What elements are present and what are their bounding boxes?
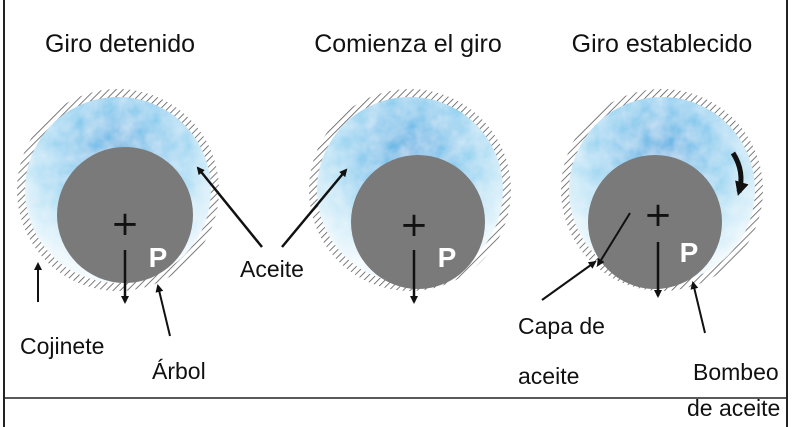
oil-film-inner-arrow — [596, 212, 631, 267]
center-mark: + — [644, 195, 673, 235]
load-symbol: P — [149, 242, 168, 273]
center-mark: + — [400, 205, 429, 245]
shaft — [588, 155, 722, 289]
shaft-callout-arrow — [155, 284, 171, 337]
rotation-arrow — [730, 151, 749, 196]
bearing-starting: + P — [309, 89, 511, 304]
shaft — [351, 155, 485, 289]
bearing-label: Cojinete — [20, 333, 104, 359]
oil-film-label-line1: Capa de — [518, 313, 605, 339]
shaft-label: Árbol — [152, 358, 206, 384]
title-established: Giro establecido — [572, 30, 753, 58]
oil-callout-arrow-left — [196, 166, 263, 248]
oil-film-label-line2: aceite — [518, 363, 579, 389]
oil-film-callout-arrow — [541, 260, 597, 301]
load-symbol: P — [680, 237, 699, 268]
oil-pump-label-line2: de aceite — [687, 395, 780, 421]
oil-pump-label-line1: Bombeo — [693, 359, 779, 385]
shaft — [57, 147, 193, 283]
title-stopped: Giro detenido — [45, 30, 195, 58]
oil-label: Aceite — [240, 256, 304, 282]
center-mark: + — [111, 204, 140, 244]
bearing-stopped: + P — [17, 89, 219, 304]
oil-callout-arrow-right — [281, 168, 348, 248]
title-starting: Comienza el giro — [314, 30, 502, 58]
oil-pump-callout-arrow — [690, 281, 706, 334]
load-symbol: P — [438, 242, 457, 273]
